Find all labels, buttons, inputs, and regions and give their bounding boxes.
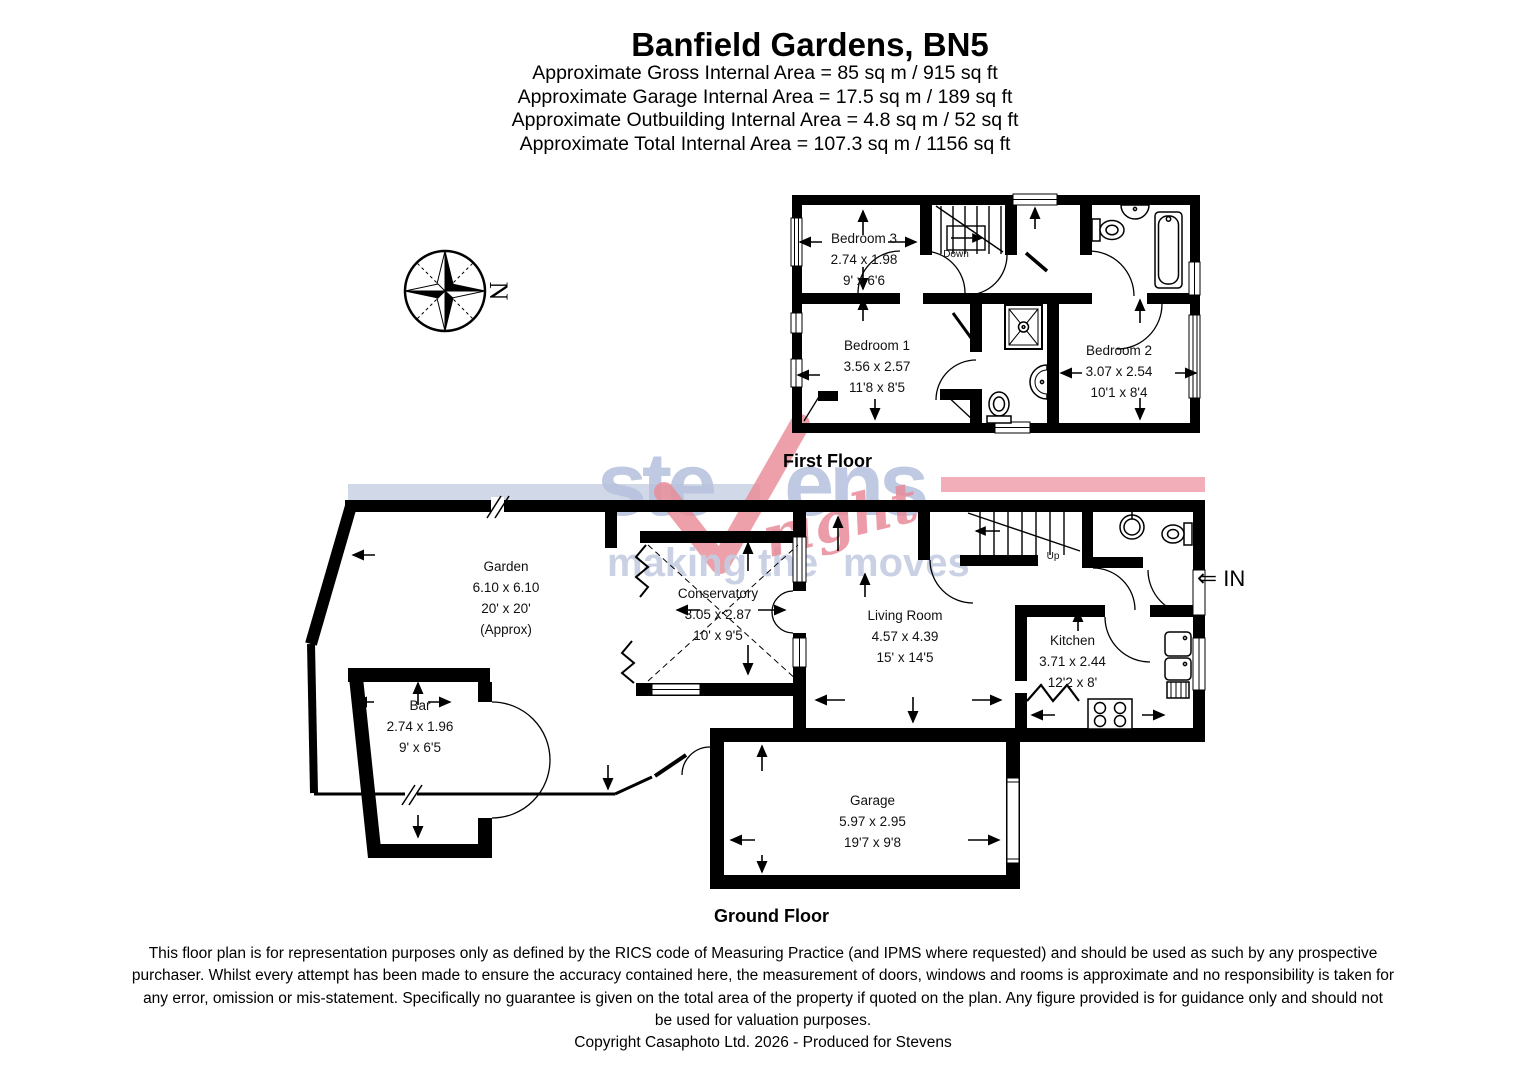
watermark-bar-right <box>941 477 1205 492</box>
entrance-indicator: ⇐ IN <box>1197 564 1245 593</box>
outbuilding-area-line: Approximate Outbuilding Internal Area = … <box>511 109 1019 131</box>
first-floor-label: First Floor <box>783 451 872 471</box>
first-floor-plan <box>790 193 1201 434</box>
gross-area-line: Approximate Gross Internal Area = 85 sq … <box>532 62 998 84</box>
entrance-arrow-icon: ⇐ <box>1197 565 1218 592</box>
disclaimer: This floor plan is for representation pu… <box>23 943 1503 1054</box>
entrance-label: IN <box>1223 566 1246 591</box>
copyright-line: Copyright Casaphoto Ltd. 2026 - Produced… <box>574 1034 952 1052</box>
compass-rose-icon: N <box>403 249 513 333</box>
garage-area-line: Approximate Garage Internal Area = 17.5 … <box>517 85 1013 108</box>
disclaimer-line: This floor plan is for representation pu… <box>148 945 1378 962</box>
total-area-line: Approximate Total Internal Area = 107.3 … <box>519 132 1011 155</box>
area-summary: Approximate Gross Internal Area = 85 sq … <box>512 62 1019 156</box>
ground-floor-label: Ground Floor <box>714 906 829 926</box>
check-icon <box>654 414 810 574</box>
disclaimer-line: any error, omission or mis-statement. Sp… <box>143 989 1383 1007</box>
stairs-up-label: Up <box>1046 551 1060 562</box>
stairs-down-label: Down <box>943 249 969 260</box>
watermark-brand-suffix: ens <box>784 435 929 535</box>
disclaimer-line: purchaser. Whilst every attempt has been… <box>131 967 1395 985</box>
north-label: N <box>484 282 513 301</box>
ground-floor-plan <box>305 495 1206 889</box>
disclaimer-line: be used for valuation purposes. <box>654 1011 872 1029</box>
page-title: Banfield Gardens, BN5 <box>631 26 989 63</box>
